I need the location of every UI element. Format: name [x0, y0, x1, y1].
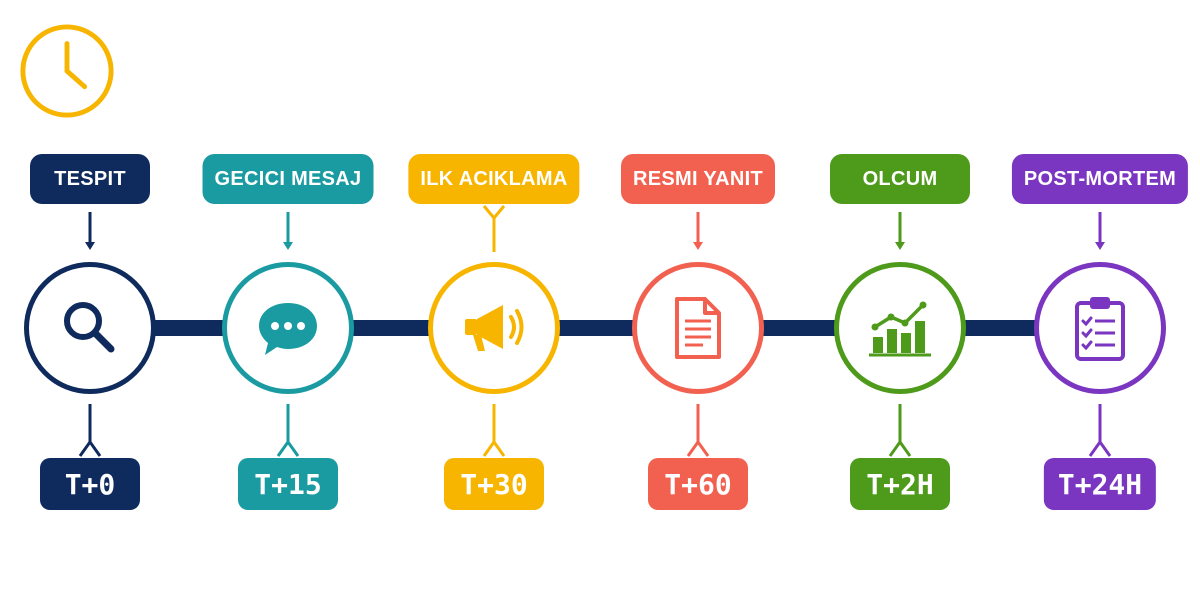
step-label: ILK ACIKLAMA	[408, 154, 580, 204]
step-post-mortem: POST-MORTEM T+24H	[1000, 0, 1200, 600]
step-label: OLCUM	[830, 154, 970, 204]
connector-bottom	[276, 404, 300, 457]
connector-bottom	[686, 404, 710, 457]
step-node	[428, 262, 560, 394]
connector-bottom	[78, 404, 102, 457]
connector-top	[1095, 212, 1105, 250]
step-label: RESMI YANIT	[621, 154, 775, 204]
connector-bottom	[1088, 404, 1112, 457]
search-icon	[64, 302, 115, 353]
connector-top	[895, 212, 905, 250]
step-tespit: TESPIT T+0	[0, 0, 190, 600]
step-time: T+30	[444, 458, 544, 510]
step-label: POST-MORTEM	[1011, 154, 1189, 204]
connector-top	[283, 212, 293, 250]
step-resmi-yanit: RESMI YANIT T+60	[598, 0, 798, 600]
clipboard-checklist-icon	[1075, 297, 1125, 361]
step-time: T+15	[238, 458, 338, 510]
connector-bottom	[888, 404, 912, 457]
step-node	[222, 262, 354, 394]
bar-chart-icon	[869, 301, 931, 357]
step-time: T+60	[648, 458, 748, 510]
step-olcum: OLCUM T+2H	[800, 0, 1000, 600]
megaphone-icon	[465, 305, 524, 351]
step-node	[632, 262, 764, 394]
step-gecici-mesaj: GECICI MESAJ T+15	[188, 0, 388, 600]
connector-bottom	[482, 404, 506, 457]
step-ilk-aciklama: ILK ACIKLAMA T+30	[394, 0, 594, 600]
clock-icon	[20, 24, 114, 118]
step-node	[24, 262, 156, 394]
connector-top	[482, 205, 506, 252]
connector-top	[693, 212, 703, 250]
document-icon	[675, 297, 721, 359]
step-time: T+0	[40, 458, 140, 510]
step-time: T+2H	[850, 458, 950, 510]
chat-bubble-icon	[259, 303, 317, 355]
step-label: TESPIT	[30, 154, 150, 204]
step-time: T+24H	[1043, 458, 1157, 510]
connector-top	[85, 212, 95, 250]
step-node	[1034, 262, 1166, 394]
step-node	[834, 262, 966, 394]
step-label: GECICI MESAJ	[202, 154, 374, 204]
